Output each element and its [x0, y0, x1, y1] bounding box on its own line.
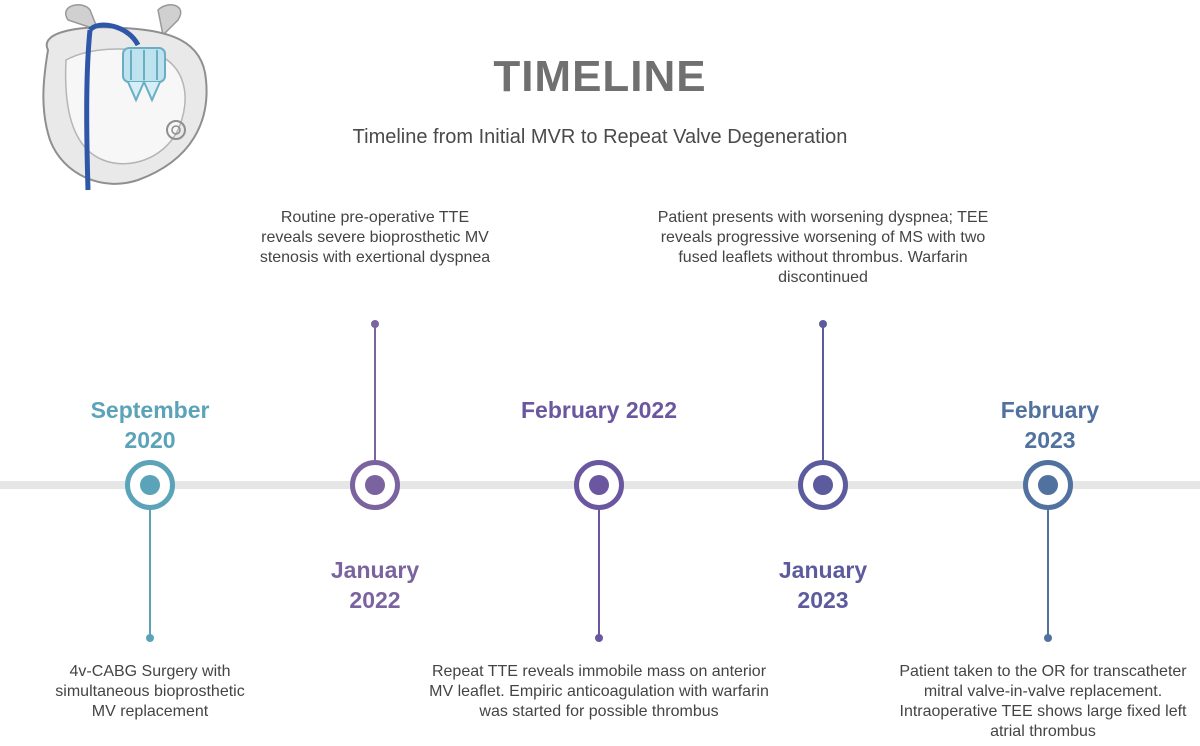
- event-date: January 2023: [778, 557, 868, 613]
- event-date: February 2022: [521, 397, 677, 423]
- event-description: 4v-CABG Surgery with simultaneous biopro…: [55, 663, 245, 720]
- page-title: TIMELINE: [493, 52, 707, 101]
- event-description: Repeat TTE reveals immobile mass on ante…: [429, 663, 769, 720]
- event-description: Patient presents with worsening dyspnea;…: [657, 209, 989, 286]
- event-connector: [595, 508, 603, 642]
- event-connector: [371, 320, 379, 460]
- event-marker: [574, 460, 624, 510]
- event-date: September 2020: [90, 397, 210, 453]
- heart-with-valve-illustration: [42, 4, 208, 191]
- event-marker: [798, 460, 848, 510]
- event-connector: [146, 508, 154, 642]
- event-marker: [125, 460, 175, 510]
- event-date: February 2023: [1000, 397, 1100, 453]
- event-connector: [819, 320, 827, 460]
- event-connector: [1044, 508, 1052, 642]
- event-description: Routine pre-operative TTE reveals severe…: [259, 209, 491, 266]
- event-marker: [1023, 460, 1073, 510]
- page-subtitle: Timeline from Initial MVR to Repeat Valv…: [352, 126, 848, 148]
- event-marker: [350, 460, 400, 510]
- event-description: Patient taken to the OR for transcathete…: [899, 663, 1187, 740]
- event-date: January 2022: [330, 557, 420, 613]
